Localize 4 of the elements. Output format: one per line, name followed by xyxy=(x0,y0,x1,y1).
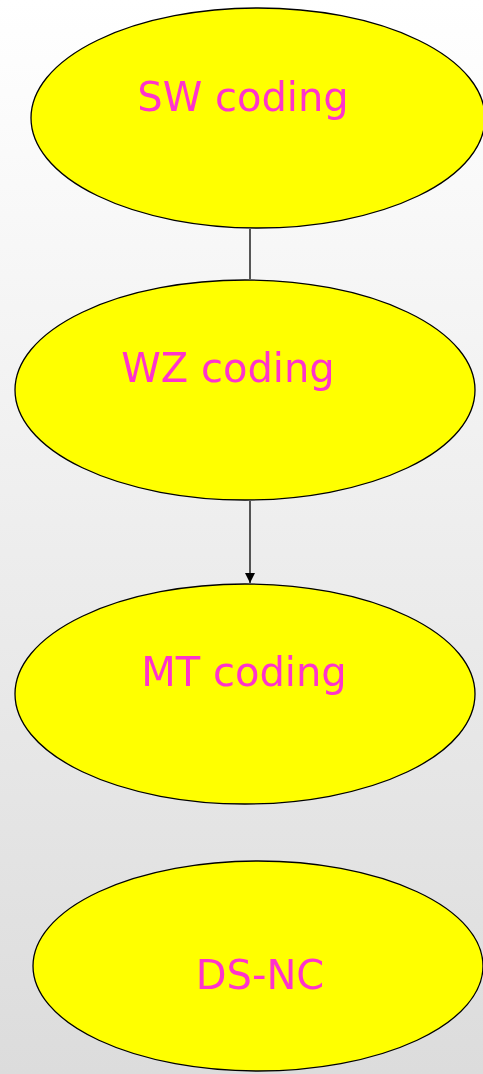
node-label: DS-NC xyxy=(195,955,325,995)
arrow xyxy=(245,500,255,584)
ellipse-node xyxy=(14,583,476,805)
ellipse-node xyxy=(14,279,476,501)
